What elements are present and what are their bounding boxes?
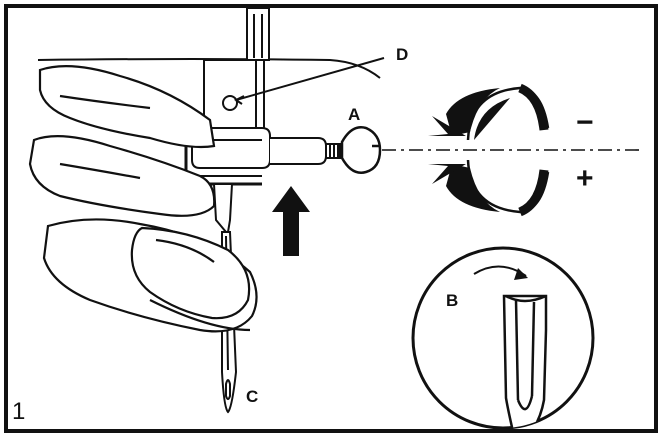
screw-thread <box>325 143 341 159</box>
needle-flat-side-inset <box>411 246 595 429</box>
minus-sign: − <box>576 106 594 139</box>
label-d: D <box>396 45 408 64</box>
needle-bar-hole-d <box>222 95 238 111</box>
thumb-screw-a <box>340 126 382 174</box>
label-a: A <box>348 105 360 124</box>
rotation-arrows <box>428 83 550 217</box>
leader-arrowhead-d <box>234 95 245 105</box>
label-b: B <box>446 291 458 310</box>
plus-sign: + <box>576 162 594 195</box>
label-c: C <box>246 387 258 406</box>
push-up-arrow <box>272 186 310 256</box>
leader-line-d <box>235 57 385 101</box>
hand-holding-needle <box>28 65 258 333</box>
figure-number: 1 <box>12 398 25 425</box>
